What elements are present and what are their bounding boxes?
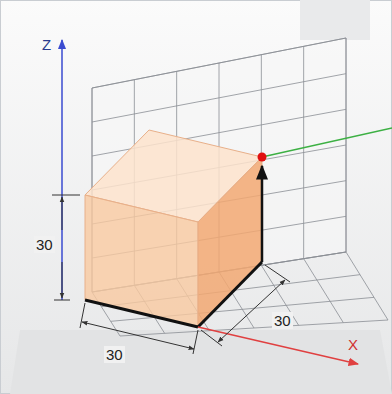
z-axis (61, 40, 63, 300)
machine-shape (300, 0, 370, 40)
axis-label: Z (40, 36, 53, 53)
cube (85, 130, 262, 327)
x-axis (198, 327, 358, 364)
dimension-label: 30 (272, 312, 293, 329)
corner-point (258, 153, 267, 162)
dimension-label: 30 (34, 236, 55, 253)
dimension-lines (52, 195, 290, 354)
dimension-label: 30 (104, 346, 125, 363)
axis-label: X (346, 336, 360, 353)
machine-table (10, 330, 392, 394)
y-axis-line (262, 128, 392, 157)
